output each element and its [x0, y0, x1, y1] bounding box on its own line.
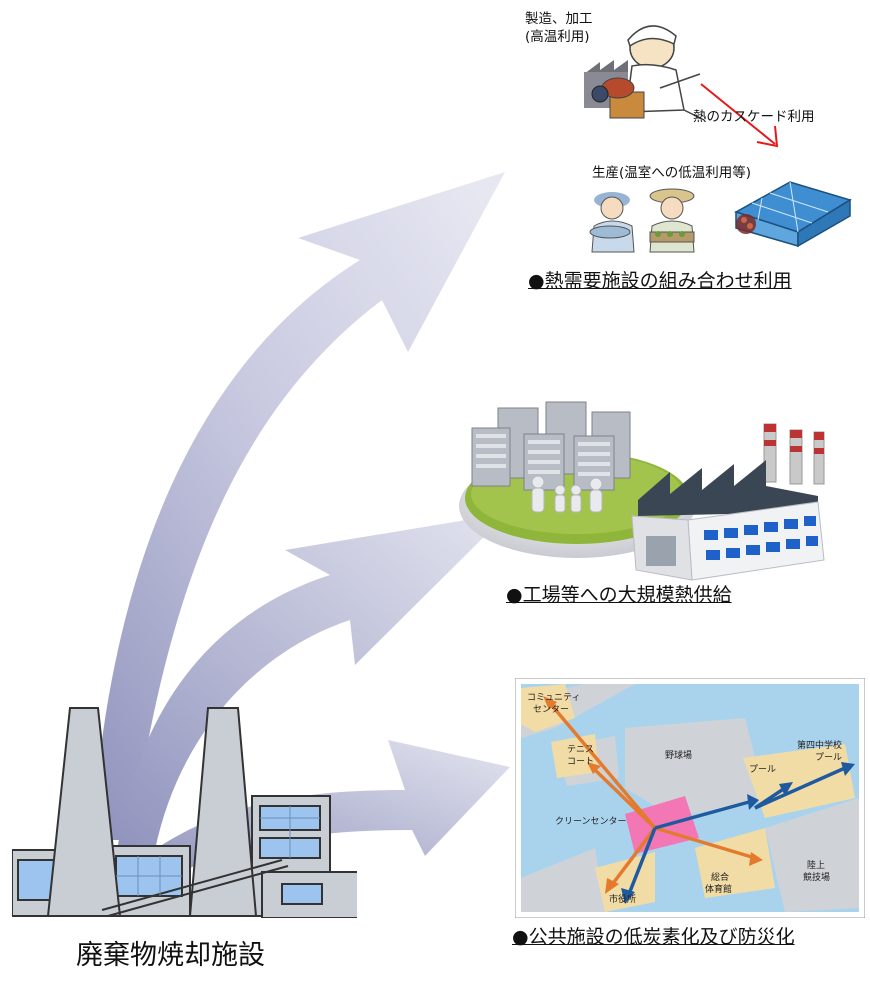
- map-label-tennis-2: コート: [567, 757, 594, 767]
- housing-complex-illustration: [459, 401, 695, 558]
- map-label-community-2: センター: [533, 704, 569, 715]
- public-facilities-caption: ●公共施設の低炭素化及び防災化: [512, 926, 795, 948]
- heat-demand-caption: ●熱需要施設の組み合わせ利用: [528, 270, 792, 292]
- map-label-community: コミュニティ: [527, 692, 580, 703]
- arrow-to-heat-demand: [92, 172, 505, 840]
- factory-illustration: [631, 423, 825, 581]
- map-label-gym: 総合: [711, 871, 729, 883]
- map-label-gym-2: 体育館: [705, 883, 732, 895]
- manufacturing-label: 製造、加工 (高温利用): [525, 11, 593, 45]
- public-facilities-map: コミュニティ センター テニス コート 野球場 プール 第四中学校 プール クリ…: [515, 678, 865, 918]
- map-label-school-2: プール: [815, 752, 842, 763]
- cascade-label: 熱のカスケード利用: [693, 109, 815, 125]
- map-label-baseball: 野球場: [665, 749, 692, 761]
- map-label-track-2: 競技場: [803, 871, 830, 883]
- map-label-track: 陸上: [807, 859, 825, 871]
- incinerator-label: 廃棄物焼却施設: [76, 940, 265, 971]
- cascade-arrow-icon: [700, 83, 779, 148]
- greenhouse-illustration: [734, 181, 852, 248]
- map-label-clean-center: クリーンセンター: [555, 816, 627, 827]
- worker-illustration: [584, 25, 705, 121]
- map-label-tennis: テニス: [567, 744, 594, 755]
- map-label-pool: プール: [749, 764, 776, 775]
- production-label: 生産(温室への低温利用等): [592, 165, 752, 181]
- factory-heat-supply-caption: ●工場等への大規模熱供給: [506, 584, 732, 606]
- map-label-city-hall: 市役所: [609, 893, 636, 905]
- arrow-to-factory: [118, 513, 508, 850]
- farmers-illustration: [589, 188, 695, 253]
- map-label-school: 第四中学校: [797, 739, 842, 751]
- incinerator-illustration: [12, 707, 357, 918]
